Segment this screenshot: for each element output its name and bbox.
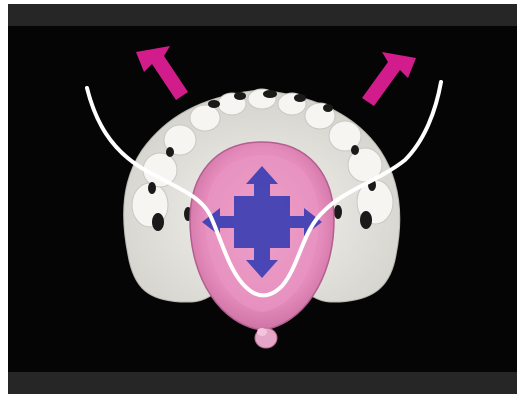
photo-area — [8, 26, 517, 372]
arrow-up-right-icon — [362, 52, 416, 106]
bottom-letterbox-bar — [8, 372, 517, 394]
arrow-up-left-icon — [136, 46, 188, 100]
dental-cast-illustration — [8, 26, 517, 372]
top-letterbox-bar — [8, 4, 517, 26]
